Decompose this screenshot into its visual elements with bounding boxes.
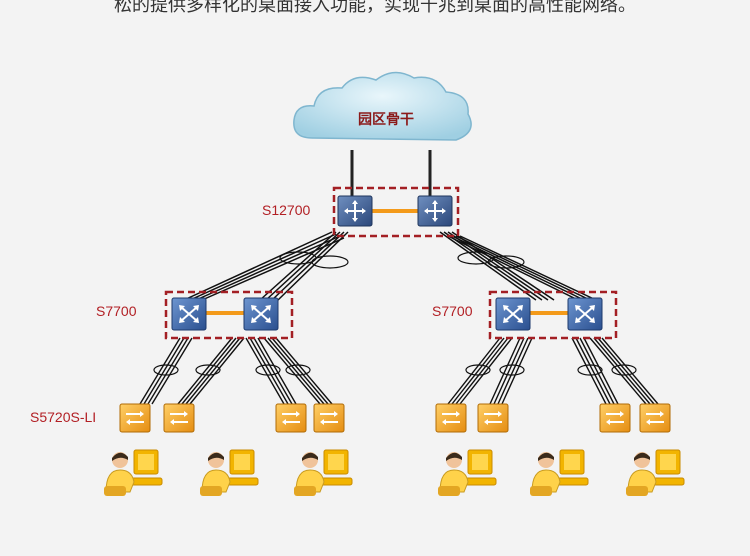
aggregation-switch-group-right: S7700 [432, 290, 618, 340]
header-text: 松的提供多样化的桌面接入功能，实现千兆到桌面的高性能网络。 [114, 0, 636, 16]
user-at-desk-icon [437, 449, 497, 497]
access-switch-icon [119, 403, 151, 433]
user-at-desk-icon [529, 449, 589, 497]
core-switch-icon [337, 195, 373, 227]
aggregation-to-access-links [139, 337, 659, 405]
aggregation-switch-icon [495, 297, 531, 331]
access-switch-icon [435, 403, 467, 433]
access-switch-icon [477, 403, 509, 433]
access-switches: S5720S-LI [30, 403, 671, 433]
desktop-users [103, 449, 685, 497]
aggregation-switch-group-left: S7700 [96, 290, 294, 340]
core-to-aggregation-links [183, 231, 597, 301]
aggregation-tier-label-right: S7700 [432, 303, 473, 319]
aggregation-switch-icon [171, 297, 207, 331]
access-tier-label: S5720S-LI [30, 409, 96, 425]
aggregation-switch-icon [567, 297, 603, 331]
campus-backbone-cloud: 园区骨干 [293, 71, 472, 141]
user-at-desk-icon [625, 449, 685, 497]
core-tier-label: S12700 [262, 202, 310, 218]
user-at-desk-icon [199, 449, 259, 497]
access-bundle-rings [153, 364, 637, 376]
access-switch-icon [313, 403, 345, 433]
aggregation-tier-label-left: S7700 [96, 303, 137, 319]
access-switch-icon [599, 403, 631, 433]
access-switch-icon [275, 403, 307, 433]
aggregation-switch-icon [243, 297, 279, 331]
core-switch-icon [417, 195, 453, 227]
user-at-desk-icon [103, 449, 163, 497]
cloud-label: 园区骨干 [358, 111, 414, 128]
user-at-desk-icon [293, 449, 353, 497]
access-switch-icon [639, 403, 671, 433]
access-switch-icon [163, 403, 195, 433]
link-bundle-rings [279, 251, 525, 269]
core-switch-group: S12700 [262, 186, 460, 238]
